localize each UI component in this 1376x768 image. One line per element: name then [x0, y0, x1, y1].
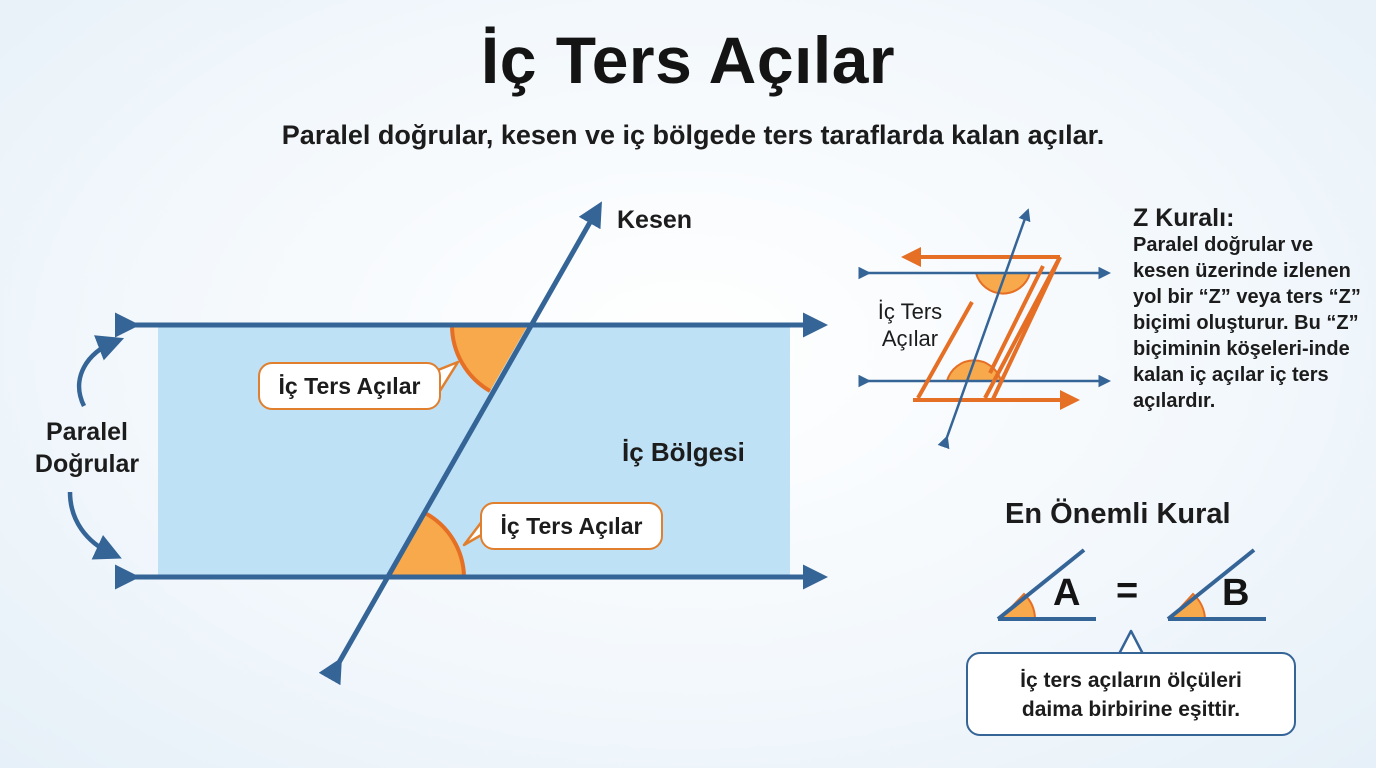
callout-tail-bottom: [462, 519, 484, 547]
transversal-line: [318, 201, 602, 686]
z-rule-description: Paralel doğrular ve kesen üzerinde izlen…: [1133, 234, 1361, 412]
key-rule-title: En Önemli Kural: [1005, 498, 1231, 530]
callout-top: İç Ters Açılar: [258, 362, 441, 410]
key-rule-line1: İç ters açıların ölçüleri: [1020, 669, 1242, 692]
angle-a-letter: A: [1053, 572, 1081, 614]
z-rule-title: Z Kuralı:: [1133, 204, 1235, 232]
key-rule-box: İç ters açıların ölçüleri daima birbirin…: [966, 652, 1296, 736]
rulebox-tail: [1117, 629, 1145, 655]
kesen-label: Kesen: [617, 206, 693, 234]
interior-region-label: İç Bölgesi: [622, 437, 745, 467]
angle-a-icon: [996, 548, 1096, 621]
parallel-lines-label: Paralel Doğrular: [34, 418, 140, 478]
z-diagram: [858, 208, 1111, 450]
equals-sign: =: [1116, 570, 1139, 612]
curved-arrow-icon: [67, 491, 122, 560]
angle-b-letter: B: [1222, 572, 1250, 614]
key-rule-line2: daima birbirine eşittir.: [1021, 698, 1241, 721]
callout-tail-top: [436, 360, 460, 395]
z-diagram-label: İç Ters Açılar: [877, 299, 943, 351]
angle-b-icon: [1166, 548, 1266, 621]
curved-arrow-icon: [76, 335, 125, 408]
z-transversal: [937, 208, 1031, 450]
page-title: İç Ters Açılar: [480, 23, 896, 97]
callout-bottom: İç Ters Açılar: [480, 502, 663, 550]
page-subtitle: Paralel doğrular, kesen ve iç bölgede te…: [281, 120, 1105, 150]
